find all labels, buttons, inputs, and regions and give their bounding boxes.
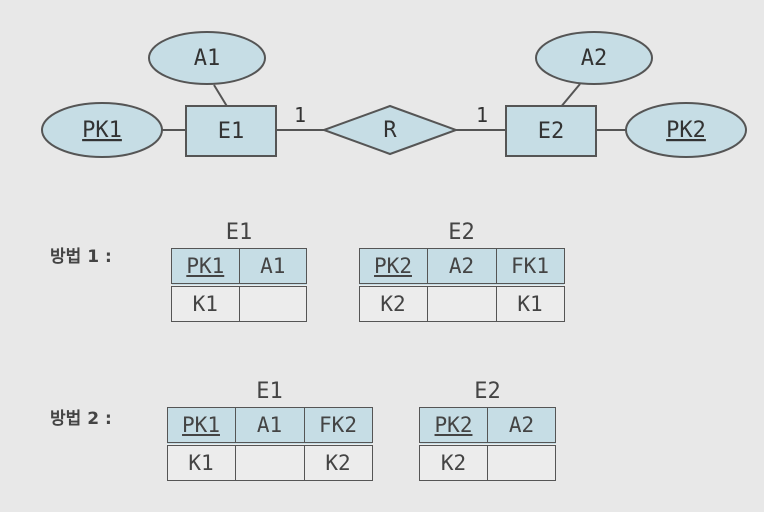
table-name: E2 [474, 379, 501, 404]
method-1-label: 방법 1 : [50, 247, 112, 267]
header-cell-pk: PK1 [171, 248, 240, 287]
relation-table: PK2 A2 FK1 K2 K1 [358, 248, 565, 322]
relationship-r-diamond [321, 104, 459, 156]
attr-a2-label: A2 [581, 46, 608, 71]
er-diagram: A1 PK1 A2 PK2 E1 E2 R 1 1 [41, 31, 747, 158]
cardinality-right: 1 [476, 103, 488, 127]
value-cell: K2 [303, 443, 373, 481]
entity-e2-label: E2 [538, 119, 565, 144]
entity-e1-box [185, 105, 277, 157]
value-cell [234, 443, 305, 481]
attr-pk1-ellipse [41, 102, 163, 158]
value-cell: K1 [495, 284, 565, 322]
e2-a2-line [559, 83, 581, 109]
header-cell: A2 [487, 407, 556, 446]
value-cell [426, 284, 497, 322]
relation-table: PK2 A2 K2 [419, 407, 556, 481]
header-cell: FK2 [303, 407, 373, 446]
method-2-table-e2: E2 PK2 A2 K2 [419, 377, 556, 481]
e1-a1-line [213, 84, 229, 109]
value-cell: K2 [358, 284, 428, 322]
value-cell: K1 [171, 284, 240, 322]
entity-e1-label: E1 [218, 119, 245, 144]
header-cell: A1 [238, 248, 308, 287]
attr-pk2-ellipse [625, 102, 747, 158]
header-cell: FK1 [495, 248, 565, 287]
attr-a1-label: A1 [194, 46, 221, 71]
attr-a1-ellipse [148, 31, 266, 85]
attr-pk1-label: PK1 [82, 118, 122, 143]
relation-table: PK1 A1 FK2 K1 K2 [166, 407, 373, 481]
attr-a2-ellipse [535, 31, 653, 85]
header-cell: A2 [426, 248, 497, 287]
method-1-table-e1: E1 PK1 A1 K1 [171, 218, 308, 322]
method-2-table-e1: E1 PK1 A1 FK2 K1 K2 [166, 377, 373, 481]
cardinality-left: 1 [294, 103, 306, 127]
table-name: E1 [225, 220, 253, 245]
value-cell: K1 [166, 443, 236, 481]
method-1-table-e2: E2 PK2 A2 FK1 K2 K1 [358, 218, 565, 322]
table-name: E2 [448, 220, 475, 245]
header-cell: A1 [234, 407, 305, 446]
header-cell-pk: PK1 [166, 407, 236, 446]
relationship-r-label: R [383, 118, 397, 143]
value-cell [238, 284, 308, 322]
relation-table: PK1 A1 K1 [171, 248, 308, 322]
attr-pk2-label: PK2 [666, 118, 706, 143]
entity-e2-box [505, 105, 597, 157]
value-cell: K2 [419, 443, 488, 481]
value-cell [487, 443, 556, 481]
table-name: E1 [256, 379, 283, 404]
header-cell-pk: PK2 [419, 407, 488, 446]
header-cell-pk: PK2 [358, 248, 428, 287]
method-2-label: 방법 2 : [50, 409, 112, 429]
